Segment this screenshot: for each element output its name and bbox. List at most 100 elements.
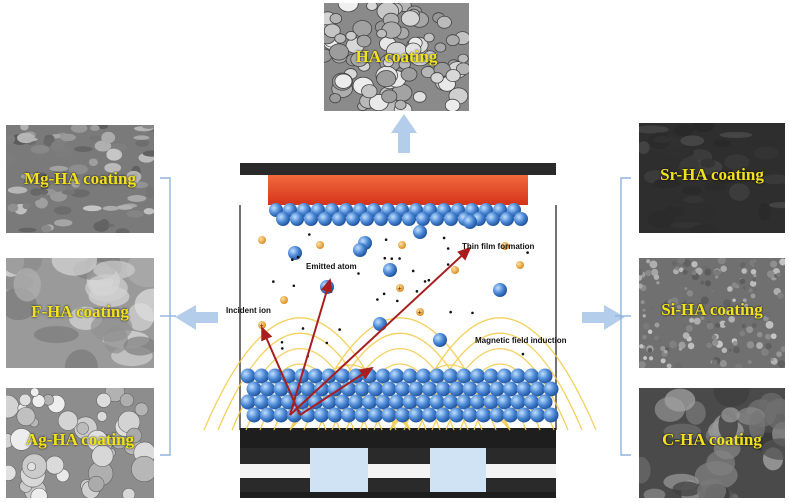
plus-sign: + xyxy=(398,286,402,293)
grain xyxy=(656,281,660,285)
grain xyxy=(679,157,700,176)
sem-texture-si xyxy=(639,258,785,368)
target-atom xyxy=(246,407,262,423)
grain xyxy=(770,260,778,268)
grain xyxy=(6,464,17,481)
grain xyxy=(141,125,154,129)
electron xyxy=(357,272,360,275)
grain xyxy=(728,315,736,323)
grain xyxy=(445,34,460,47)
grain xyxy=(678,341,686,349)
grain xyxy=(400,67,418,82)
target-atom xyxy=(443,394,458,410)
grain xyxy=(329,93,342,104)
grain xyxy=(18,393,32,407)
grain xyxy=(639,283,643,289)
grain xyxy=(751,322,758,328)
target-atom xyxy=(503,407,518,423)
emitted-atom xyxy=(433,333,447,347)
panel-label-sr: Sr-HA coating xyxy=(660,165,764,184)
grain xyxy=(647,347,653,353)
grain xyxy=(24,211,42,220)
target-atom xyxy=(308,394,323,410)
target-atom xyxy=(476,407,491,423)
grain xyxy=(30,388,40,397)
grain xyxy=(70,189,90,198)
target-atom xyxy=(489,407,505,423)
grain xyxy=(666,363,672,368)
panel-label-f: F-HA coating xyxy=(31,302,129,321)
electron xyxy=(338,328,341,331)
grain xyxy=(381,89,398,104)
grain xyxy=(711,339,719,347)
grain xyxy=(685,324,693,332)
film-atom xyxy=(402,212,416,226)
panel-label-ha: HA coating xyxy=(355,47,438,66)
target-atom xyxy=(429,394,445,410)
grain xyxy=(423,50,437,62)
electron xyxy=(308,233,311,236)
grain xyxy=(653,135,672,144)
target-atom xyxy=(335,368,350,384)
particle-trajectories xyxy=(261,246,472,416)
grain xyxy=(728,183,750,201)
grain xyxy=(753,261,761,268)
grain xyxy=(745,308,749,312)
grain xyxy=(777,360,785,368)
grain xyxy=(85,274,128,302)
target-atom xyxy=(456,394,472,410)
grain xyxy=(744,284,751,291)
arrow-left xyxy=(175,305,218,330)
panel-ha-coating: HA coating xyxy=(324,3,469,111)
grain xyxy=(711,289,715,293)
arrow-right xyxy=(582,305,625,330)
grain xyxy=(660,358,666,364)
electron xyxy=(415,290,419,293)
target-atom xyxy=(497,394,512,410)
emitted-atom xyxy=(288,246,302,260)
grain xyxy=(436,15,452,29)
grain xyxy=(719,131,753,138)
grain xyxy=(752,277,756,282)
target-atom xyxy=(314,407,329,423)
grain xyxy=(51,258,98,276)
grain xyxy=(122,487,136,498)
grain xyxy=(53,219,73,227)
grain xyxy=(750,280,757,287)
grain xyxy=(758,202,771,221)
panel-mg-ha-coating: Mg-HA coating xyxy=(6,125,154,233)
grain xyxy=(683,259,691,267)
target-atom xyxy=(543,407,559,423)
target-atom xyxy=(422,407,437,423)
grain xyxy=(673,124,695,137)
grain xyxy=(639,344,644,349)
grain xyxy=(39,189,49,195)
grain xyxy=(134,288,154,322)
electron xyxy=(382,292,386,296)
sem-texture-ha xyxy=(324,3,469,111)
grain xyxy=(663,349,668,354)
ion-particle xyxy=(501,242,509,250)
grain xyxy=(430,72,444,84)
grain xyxy=(20,125,29,131)
grain xyxy=(133,135,150,140)
target-atom xyxy=(516,381,532,397)
label-thin-film-formation: Thin film formation xyxy=(462,242,535,251)
grain xyxy=(711,334,717,340)
target-atom xyxy=(462,381,478,397)
grain xyxy=(37,172,48,182)
panel-f-ha-coating: F-HA coating xyxy=(6,258,154,368)
emitted-atom xyxy=(353,243,367,257)
grain xyxy=(650,306,654,311)
film-atom xyxy=(304,212,318,226)
grain xyxy=(669,340,677,349)
film-atom xyxy=(416,212,430,226)
grain xyxy=(57,410,78,431)
grain xyxy=(676,305,682,310)
grain xyxy=(678,347,683,351)
target-atom xyxy=(470,368,485,384)
target-atom xyxy=(402,394,418,410)
grain xyxy=(329,43,349,61)
grain xyxy=(119,393,134,408)
